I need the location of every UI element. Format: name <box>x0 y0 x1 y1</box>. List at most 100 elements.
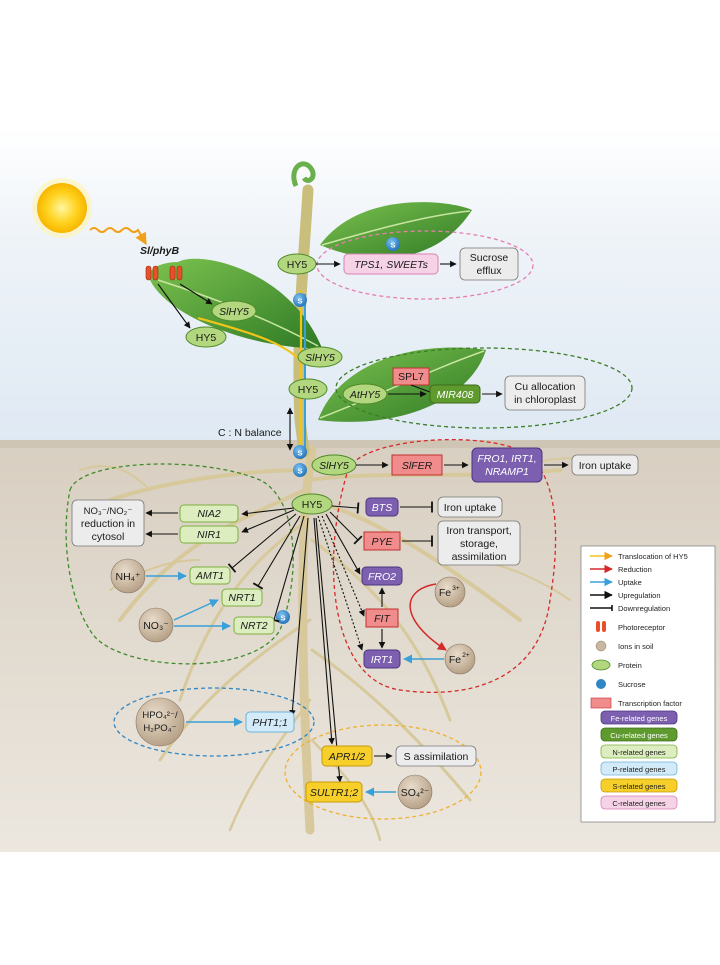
no3-reduction-box: NO₃⁻/NO₂⁻ reduction in cytosol <box>71 499 145 547</box>
slhy5-stem-node: SlHY5 <box>297 346 343 368</box>
legend-item-reduction-label: Reduction <box>618 565 652 574</box>
s-group-outline <box>284 724 482 820</box>
pye-box: PYE <box>363 531 401 551</box>
legend-item-protein-label: Protein <box>618 661 642 670</box>
sultr-box: SULTR1;2 <box>305 781 363 803</box>
svg-text:PYE: PYE <box>371 536 393 548</box>
legend-gene-n-related-genes-swatch <box>600 744 678 759</box>
legend-item-upregulation-label: Upregulation <box>618 591 661 600</box>
legend-gene-s-related-genes-swatch <box>600 778 678 793</box>
svg-text:in chloroplast: in chloroplast <box>514 394 576 406</box>
svg-text:Cu allocation: Cu allocation <box>515 381 576 393</box>
svg-text:NIA2: NIA2 <box>197 508 221 520</box>
svg-text:AMT1: AMT1 <box>195 570 224 582</box>
sucrose-icon: S S S S S <box>276 237 400 624</box>
nrt1-box: NRT1 <box>221 588 263 607</box>
svg-text:NRAMP1: NRAMP1 <box>485 466 529 478</box>
svg-text:NO₃⁻/NO₂⁻: NO₃⁻/NO₂⁻ <box>84 506 133 517</box>
svg-text:S: S <box>297 449 302 458</box>
legend-gene-p-related-genes-swatch <box>600 761 678 776</box>
nrt2-box: NRT2 <box>233 616 275 635</box>
legend-gene-cu-related-genes-swatch <box>600 727 678 742</box>
svg-text:SlHY5: SlHY5 <box>305 352 335 364</box>
sun-icon <box>32 178 92 238</box>
cu-allocation-box: Cu allocation in chloroplast <box>504 375 586 411</box>
svg-text:3+: 3+ <box>452 585 460 592</box>
svg-text:S assimilation: S assimilation <box>404 751 469 763</box>
svg-text:SULTR1;2: SULTR1;2 <box>310 787 358 799</box>
svg-text:FRO2: FRO2 <box>368 571 396 583</box>
nh4-ion: NH₄⁺ <box>110 558 146 594</box>
hy5-regulation-lines <box>227 502 365 783</box>
slphyb-label: Sl/phyB <box>140 245 180 257</box>
hy5-root-node: HY5 <box>291 493 333 515</box>
spl7-box: SPL7 <box>392 367 430 386</box>
svg-text:Fe: Fe <box>439 587 451 599</box>
svg-text:SlHY5: SlHY5 <box>319 460 349 472</box>
pht1-box: PHT1;1 <box>245 711 295 733</box>
fe2-ion: Fe 2+ <box>444 643 476 675</box>
svg-text:SlFER: SlFER <box>402 460 433 472</box>
slhy5-leaf-node: SlHY5 <box>211 300 257 322</box>
svg-text:TPS1, SWEETs: TPS1, SWEETs <box>354 259 428 271</box>
fit-box: FIT <box>365 608 399 628</box>
svg-text:FRO1, IRT1,: FRO1, IRT1, <box>477 453 536 465</box>
svg-text:HY5: HY5 <box>196 332 217 344</box>
svg-text:Iron uptake: Iron uptake <box>579 460 632 472</box>
legend-item-downregulation-label: Downregulation <box>618 604 670 613</box>
svg-text:MIR408: MIR408 <box>437 389 474 401</box>
svg-text:Iron uptake: Iron uptake <box>444 502 497 514</box>
fe3-ion: Fe 3+ <box>434 576 466 608</box>
spl7-link <box>410 384 431 393</box>
arrow-phyb-hy5 <box>157 283 191 329</box>
n-group-outline <box>65 463 294 665</box>
legend-gene-c-related-genes-swatch <box>600 795 678 810</box>
svg-text:Iron transport,: Iron transport, <box>446 525 511 537</box>
legend-gene-c-related-genes-label: C-related genes <box>612 799 666 808</box>
nia2-box: NIA2 <box>179 504 239 523</box>
slhy5-root-node: SlHY5 <box>311 454 357 476</box>
svg-text:S: S <box>297 467 302 476</box>
photoreceptor-icon <box>145 265 183 281</box>
svg-text:APR1/2: APR1/2 <box>328 751 365 763</box>
legend-gene-fe-related-genes-swatch <box>600 710 678 725</box>
svg-text:reduction in: reduction in <box>81 518 135 530</box>
svg-text:SlHY5: SlHY5 <box>219 306 249 318</box>
irt1-box: IRT1 <box>363 649 401 669</box>
svg-text:HY5: HY5 <box>287 259 308 271</box>
hpo4-ion: HPO₄²⁻/ H₂PO₄⁻ <box>135 697 185 747</box>
svg-text:NRT1: NRT1 <box>228 592 255 604</box>
apr-box: APR1/2 <box>321 745 373 767</box>
legend: Translocation of HY5ReductionUptakeUpreg… <box>580 545 716 823</box>
tps-sweets-box: TPS1, SWEETs <box>343 253 439 275</box>
svg-text:Fe: Fe <box>449 654 461 666</box>
svg-text:IRT1: IRT1 <box>371 654 394 666</box>
svg-text:HY5: HY5 <box>298 384 319 396</box>
legend-gene-n-related-genes-label: N-related genes <box>612 748 666 757</box>
legend-item-sucrose-label: Sucrose <box>618 680 646 689</box>
hy5-stem-node: HY5 <box>288 378 328 400</box>
translocation-leaf <box>197 316 301 361</box>
no3-nrt1-arrow <box>173 599 219 621</box>
legend-item-uptake-label: Uptake <box>618 578 642 587</box>
legend-item-photoreceptor-label: Photoreceptor <box>618 623 666 632</box>
legend-item-transcription-factor-label: Transcription factor <box>618 699 682 708</box>
stem-tip <box>291 161 316 188</box>
iron-transport-box: Iron transport, storage, assimilation <box>437 520 521 566</box>
bts-box: BTS <box>365 497 399 517</box>
iron-uptake-box-1: Iron uptake <box>571 454 639 476</box>
svg-text:NO₃⁻: NO₃⁻ <box>143 620 169 632</box>
reduction-arrow <box>409 583 447 651</box>
svg-text:NRT2: NRT2 <box>240 620 267 632</box>
legend-protein-icon <box>591 659 611 671</box>
arrow-phyb-slhy5 <box>179 283 213 305</box>
iron-uptake-box-2: Iron uptake <box>437 496 503 518</box>
legend-gene-p-related-genes-label: P-related genes <box>613 765 666 774</box>
svg-text:NH₄⁺: NH₄⁺ <box>116 571 141 583</box>
svg-text:efflux: efflux <box>477 265 503 277</box>
svg-text:storage,: storage, <box>460 538 498 550</box>
svg-text:HY5: HY5 <box>302 499 323 511</box>
legend-tf-icon <box>590 697 612 709</box>
hy5-top-node: HY5 <box>277 253 317 275</box>
